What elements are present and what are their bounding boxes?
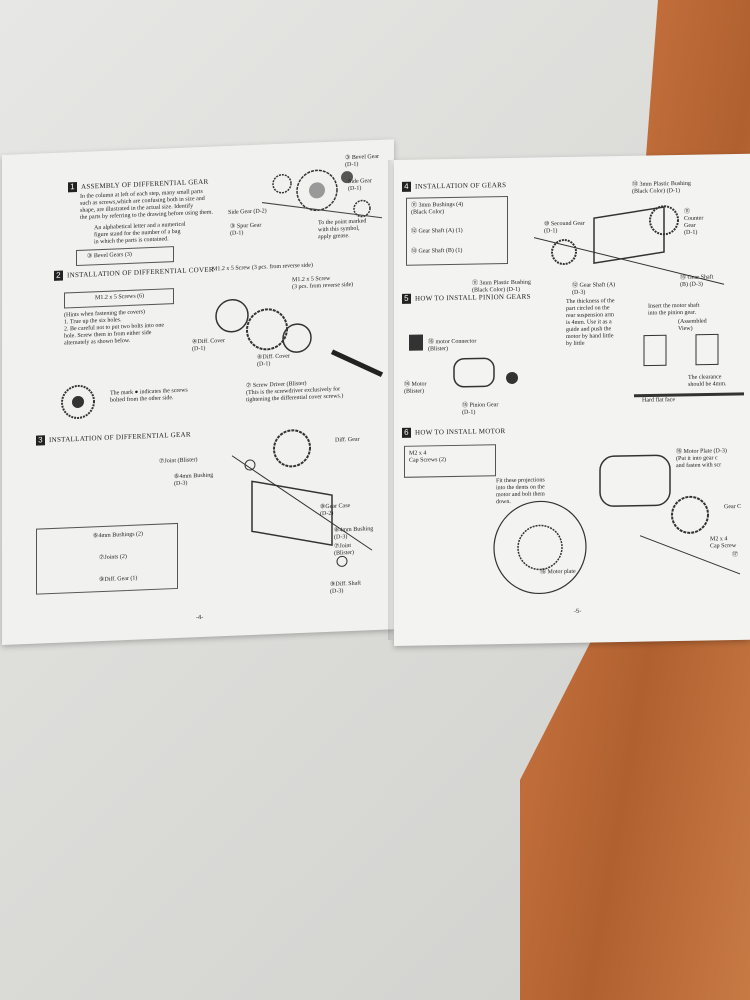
- screwdriver-label: ⑦ Screw Driver (Blister) (This is the sc…: [246, 380, 344, 404]
- hard-face-label: Hard flat face: [642, 397, 675, 404]
- step-badge: ⑰: [732, 551, 739, 559]
- bevel-gear-label: ③ Bevel Gear (D-1): [345, 153, 380, 169]
- fastening-hints: (Hints when fastening the covers) 1. Tru…: [64, 309, 164, 347]
- joint-label-2: ⑦Joint (Blister): [334, 542, 354, 557]
- gear-shaft-b-label: ⑬ Gear Shaft (B) (D-3): [680, 274, 714, 289]
- step2-parts-box: M1.2 x 5 Screws (6): [64, 288, 174, 309]
- step1-intro: In the column at left of each step, many…: [80, 188, 213, 221]
- page-number-right: -5-: [574, 608, 582, 615]
- step1-part-label: ③ Bevel Gears (3): [87, 251, 132, 260]
- joints-part: ⑦Joints (2): [99, 553, 127, 562]
- diff-cover-drawing: [215, 298, 384, 378]
- step2-part-label: M1.2 x 5 Screws (6): [95, 293, 145, 302]
- screw-top-label: M1.2 x 5 Screw (3 pcs. from reverse side…: [212, 262, 313, 273]
- gear-shaft-a-label: ⑫ Gear Shaft (A) (D-3): [572, 282, 616, 296]
- pinion-motor-drawing: [409, 333, 744, 398]
- diff-gear-part: ⑨Diff. Gear (1): [99, 575, 138, 584]
- diff-shaft-label: ⑨Diff. Shaft (D-3): [330, 580, 361, 595]
- step3-parts-box: ⑥4mm Bushings (2) ⑦Joints (2) ⑨Diff. Gea…: [36, 522, 178, 595]
- diff-cover2-label: ④Diff. Cover (D-1): [257, 353, 290, 368]
- bushing-label-2: ⑥4mm Bushing (D-3): [334, 526, 374, 541]
- gear-case-label-right: Gear C: [724, 503, 742, 511]
- mark-note: The mark ● indicates the screws bolted f…: [110, 387, 188, 404]
- side-gear-label: Side Gear (D-1): [348, 178, 372, 193]
- cap-screw-label: M2 x 4 Cap Screw: [710, 536, 737, 550]
- chassis-gears-drawing: [534, 205, 725, 285]
- plastic-bushing-label-1: ⑬ 3mm Plastic Bushing (Black Color) (D-1…: [632, 180, 691, 195]
- pinion-gear-label: ⑮ Pinion Gear (D-1): [462, 402, 499, 416]
- gear-shaft-a-part: ⑫ Gear Shaft (A) (1): [411, 227, 463, 235]
- motor-plate-label-2: ⑯ Motor plate: [540, 568, 576, 576]
- spur-gear-label: ③ Spur Gear (D-1): [230, 222, 262, 237]
- step4-parts-box: ⑪ 3mm Bushings (4) (Black Color) ⑫ Gear …: [406, 196, 508, 266]
- cap-screws-part: M2 x 4 Cap Screws (2): [409, 450, 446, 464]
- step1-intro2: An alphabetical letter and a numerical f…: [94, 221, 186, 246]
- page-number-left: -4-: [196, 614, 204, 622]
- diff-gear-label: Diff. Gear: [335, 436, 360, 444]
- grease-note: To the point marked with this symbol, ap…: [318, 218, 367, 241]
- diff-cover1-label: ④Diff. Cover (D-1): [192, 338, 225, 353]
- bushings-3mm-part: ⑪ 3mm Bushings (4) (Black Color): [411, 201, 464, 216]
- motor-plate-label: ⑯ Motor Plate (D-3) (Put it into gear c …: [676, 448, 727, 470]
- motor-plate-drawing: [493, 454, 741, 595]
- motor-connector-label: ⑯ motor Connector (Blister): [428, 338, 477, 353]
- gear-case-label: ⑧Gear Case (D-2): [320, 503, 351, 518]
- insert-shaft-note: Insert the motor shaft into the pinion g…: [648, 302, 700, 317]
- bushing-label-1: ⑥4mm Bushing (D-3): [174, 472, 214, 488]
- step1-parts-box: ③ Bevel Gears (3): [76, 246, 174, 267]
- step6-parts-box: M2 x 4 Cap Screws (2): [404, 444, 496, 478]
- joint-label: ⑦Joint (Blister): [159, 457, 198, 465]
- second-gear-label: ⑩ Secound Gear (D-1): [544, 220, 585, 235]
- differential-gear-drawing: [262, 169, 383, 219]
- gear-shaft-b-part: ⑬ Gear Shaft (B) (1): [411, 247, 463, 255]
- motor-label: ⑭ Motor (Blister): [404, 381, 427, 395]
- counter-gear-label: ⑪ Counter Gear (D-1): [684, 208, 704, 236]
- mark-gear-icon: [61, 384, 95, 419]
- clearance-note: The clearance should be 4mm.: [688, 374, 727, 388]
- gear-case-drawing: [231, 429, 373, 567]
- side-gear-d2-label: Side Gear (D-2): [228, 208, 267, 216]
- bushings-part: ⑥4mm Bushings (2): [93, 531, 144, 540]
